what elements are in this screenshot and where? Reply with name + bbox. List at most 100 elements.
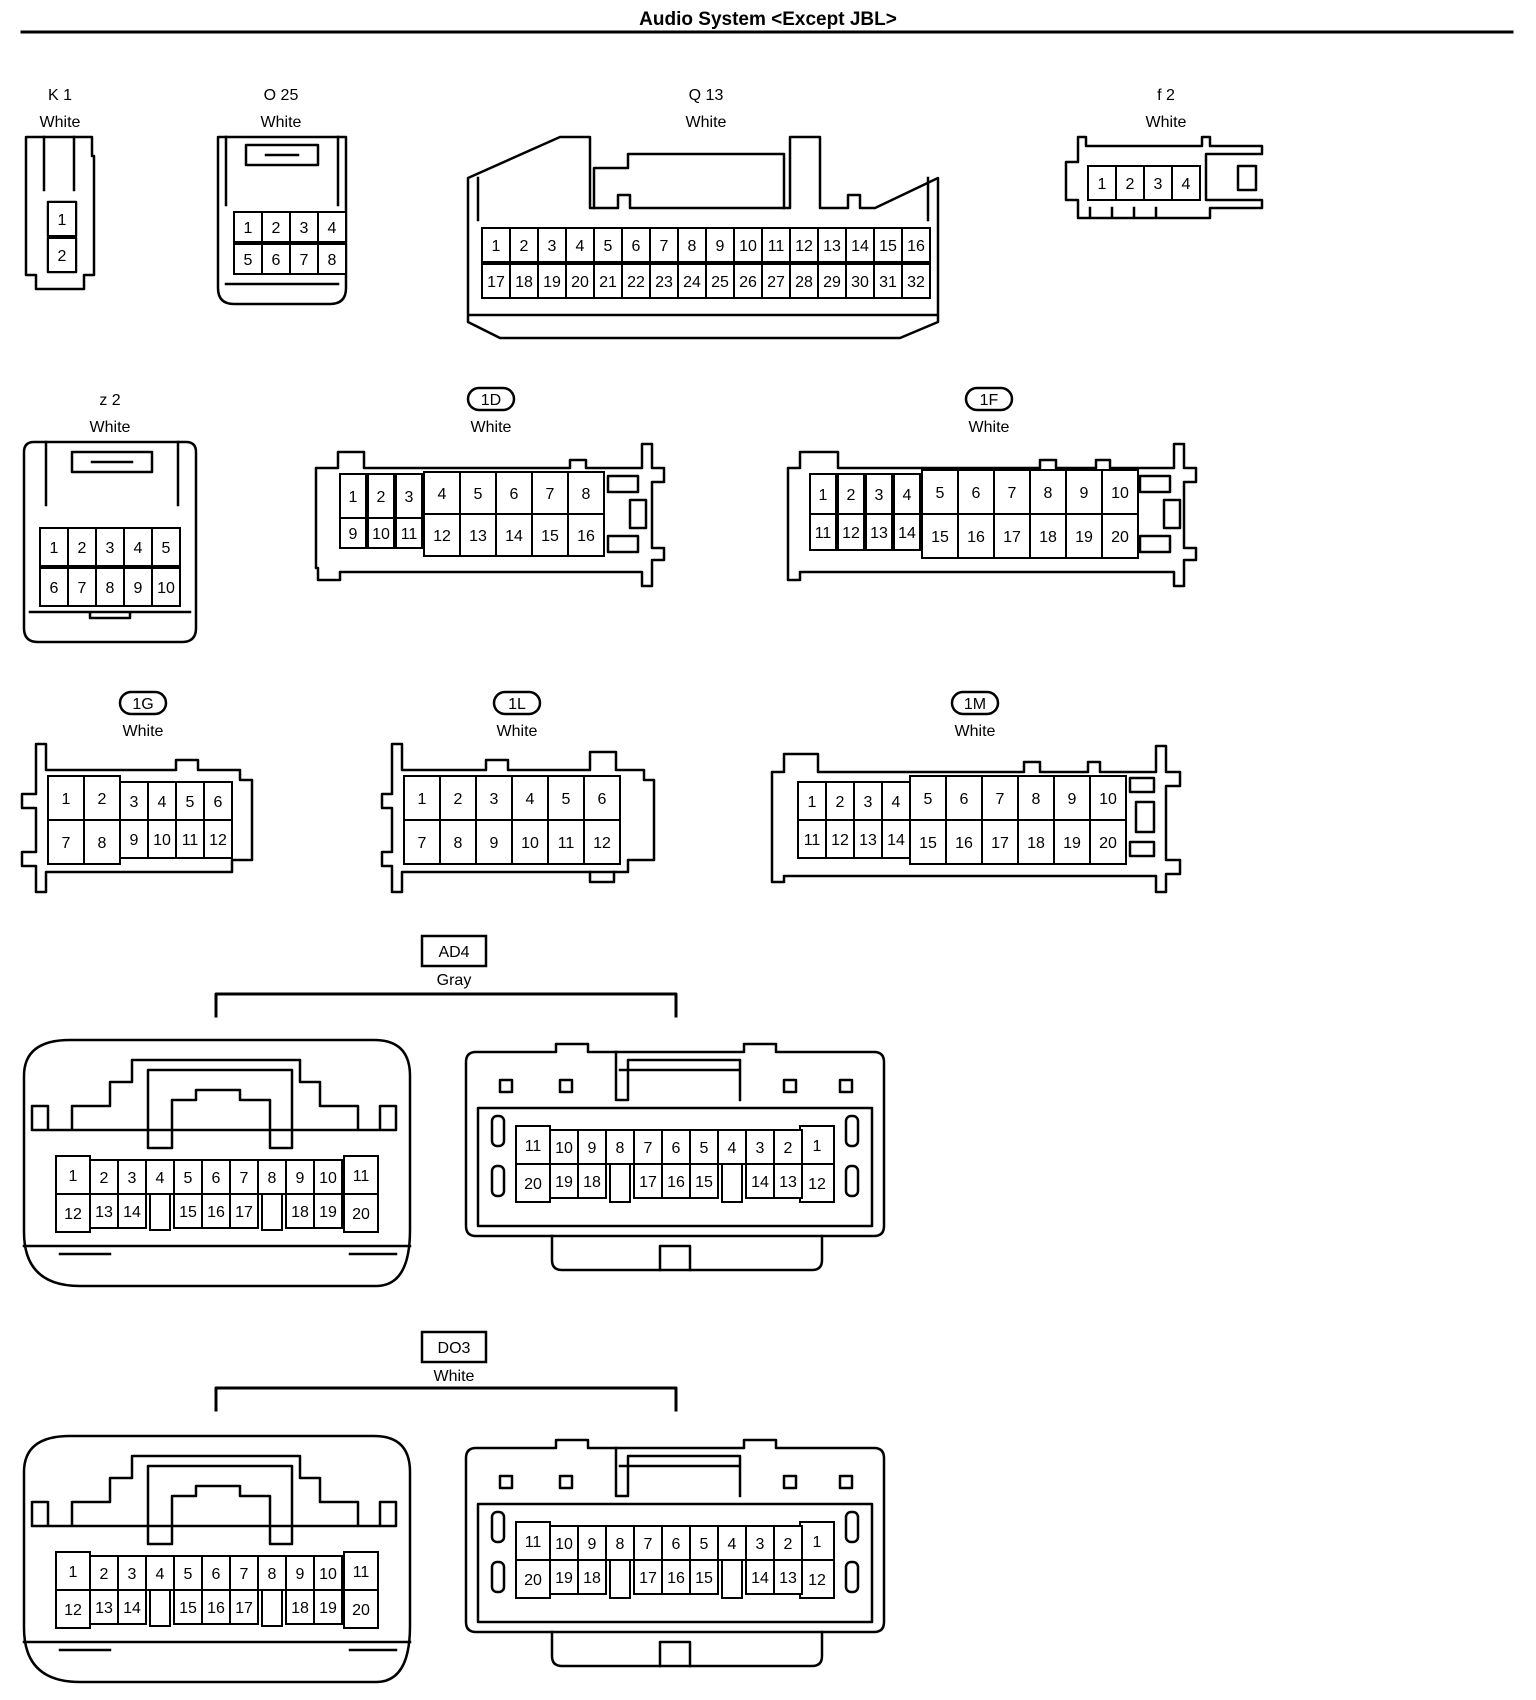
- 1l-pin-label: 1: [418, 791, 427, 808]
- 1l-pin-label: 5: [562, 791, 571, 808]
- ad4-left-pin-label: 3: [128, 1170, 137, 1187]
- 1d-pin-label: 6: [510, 486, 519, 503]
- 1m-pin-7: [981, 775, 1019, 821]
- 1f-pin-label: 15: [931, 529, 949, 546]
- do3-left-key-slot: [261, 1589, 283, 1627]
- q13-pin-label: 1: [492, 238, 501, 255]
- z2-pin-label: 4: [134, 540, 143, 557]
- z2-pin-label: 2: [78, 540, 87, 557]
- ad4-left-key-slot: [261, 1193, 283, 1231]
- 1d-pin-label: 11: [401, 526, 418, 543]
- do3-right-key-slot: [609, 1559, 631, 1599]
- ad4-left-pin-label: 14: [123, 1204, 141, 1221]
- ad4-left-pin-17: [229, 1193, 259, 1229]
- 1g-pin-label: 1: [62, 791, 71, 808]
- 1f-pin-7: [993, 469, 1031, 515]
- ad4-right-pin-6: [661, 1129, 691, 1165]
- 1f-pin-label: 1: [819, 487, 828, 504]
- ad4-left-pin-8: [257, 1159, 287, 1195]
- do3-right-pin-label: 16: [667, 1570, 685, 1587]
- 1f-pin-label: 20: [1111, 529, 1129, 546]
- ad4-left-pin-label: 4: [156, 1170, 165, 1187]
- do3-right-pin-15: [689, 1559, 719, 1595]
- 1g-pin-label: 3: [130, 794, 139, 811]
- f2-pin-label: 3: [1154, 176, 1163, 193]
- 1m-housing: [770, 744, 1182, 894]
- 1l-pin-12: [583, 819, 621, 865]
- 1l-pin-4: [511, 775, 549, 821]
- ad4-right-pin-label: 4: [728, 1140, 737, 1157]
- 1g-pin-4: [147, 781, 177, 821]
- ad4-id: AD4: [438, 944, 469, 961]
- 1g-id: 1G: [132, 696, 153, 713]
- 1m-pin-label: 20: [1099, 835, 1117, 852]
- f2-housing: [1064, 135, 1264, 220]
- ad4-right-pin-label: 8: [616, 1140, 625, 1157]
- 1g-id-pill: [118, 690, 168, 716]
- 1g-pin-label: 5: [186, 794, 195, 811]
- 1m-pin-label: 4: [892, 794, 901, 811]
- q13-pin-20: [565, 263, 595, 299]
- 1d-pin-2: [367, 473, 395, 519]
- 1g-pin-label: 7: [62, 835, 71, 852]
- 1g-pin-label: 12: [209, 832, 227, 849]
- o25-pin-8: [317, 243, 347, 275]
- do3-right-key-slot: [721, 1559, 743, 1599]
- do3-right-pin-label: 3: [756, 1536, 765, 1553]
- ad4-left-key-slot: [149, 1193, 171, 1231]
- 1d-pin-label: 4: [438, 486, 447, 503]
- ad4-right-pin-label: 6: [672, 1140, 681, 1157]
- f2-id: f 2: [1157, 87, 1175, 104]
- z2-housing: [22, 440, 198, 644]
- z2-pin-label: 9: [134, 580, 143, 597]
- 1l-pin-7: [403, 819, 441, 865]
- 1d-pin-label: 12: [433, 528, 451, 545]
- do3-right-pin-label: 4: [728, 1536, 737, 1553]
- do3-left-key-slot: [149, 1589, 171, 1627]
- ad4-right-pin-12: [799, 1163, 835, 1203]
- o25-pin-label: 4: [328, 220, 337, 237]
- q13-pin-label: 22: [627, 274, 645, 291]
- ad4-left-pin-label: 10: [319, 1170, 337, 1187]
- 1l-pin-label: 2: [454, 791, 463, 808]
- ad4-left-pin-11: [343, 1155, 379, 1195]
- 1g-pin-label: 11: [182, 832, 199, 849]
- o25-color: White: [261, 114, 302, 131]
- 1d-pin-10: [367, 517, 395, 549]
- 1l-pin-6: [583, 775, 621, 821]
- ad4-right-pin-3: [745, 1129, 775, 1165]
- do3-left-pin-18: [285, 1589, 315, 1625]
- q13-pin-label: 24: [683, 274, 701, 291]
- ad4-left-pin-label: 15: [179, 1204, 197, 1221]
- 1l-pin-label: 3: [490, 791, 499, 808]
- ad4-right-pin-label: 5: [700, 1140, 709, 1157]
- 1l-id-pill: [492, 690, 542, 716]
- 1m-pin-label: 8: [1032, 791, 1041, 808]
- 1d-pin-label: 13: [469, 528, 487, 545]
- 1l-housing: [380, 742, 656, 894]
- do3-right-pin-6: [661, 1525, 691, 1561]
- k1-color: White: [40, 114, 81, 131]
- q13-pin-24: [677, 263, 707, 299]
- z2-pin-label: 3: [106, 540, 115, 557]
- 1f-pin-9: [1065, 469, 1103, 515]
- ad4-left-pin-15: [173, 1193, 203, 1229]
- 1d-pin-16: [567, 513, 605, 557]
- k1-id: K 1: [48, 87, 72, 104]
- do3-left-pin-label: 18: [291, 1600, 309, 1617]
- q13-pin-label: 26: [739, 274, 757, 291]
- 1m-pin-label: 18: [1027, 835, 1045, 852]
- do3-right-pin-label: 1: [813, 1534, 822, 1551]
- q13-pin-label: 21: [599, 274, 617, 291]
- q13-pin-label: 15: [879, 238, 897, 255]
- ad4-left-pin-label: 8: [268, 1170, 277, 1187]
- do3-right-pin-label: 19: [555, 1570, 573, 1587]
- k1-pin-1: [47, 201, 77, 237]
- 1m-color: White: [955, 723, 996, 740]
- do3-right-pin-label: 17: [639, 1570, 657, 1587]
- ad4-left-pin-7: [229, 1159, 259, 1195]
- 1f-pin-15: [921, 513, 959, 559]
- ad4-left-pin-label: 2: [100, 1170, 109, 1187]
- do3-right-pin-label: 10: [555, 1536, 573, 1553]
- 1g-pin-label: 10: [153, 832, 171, 849]
